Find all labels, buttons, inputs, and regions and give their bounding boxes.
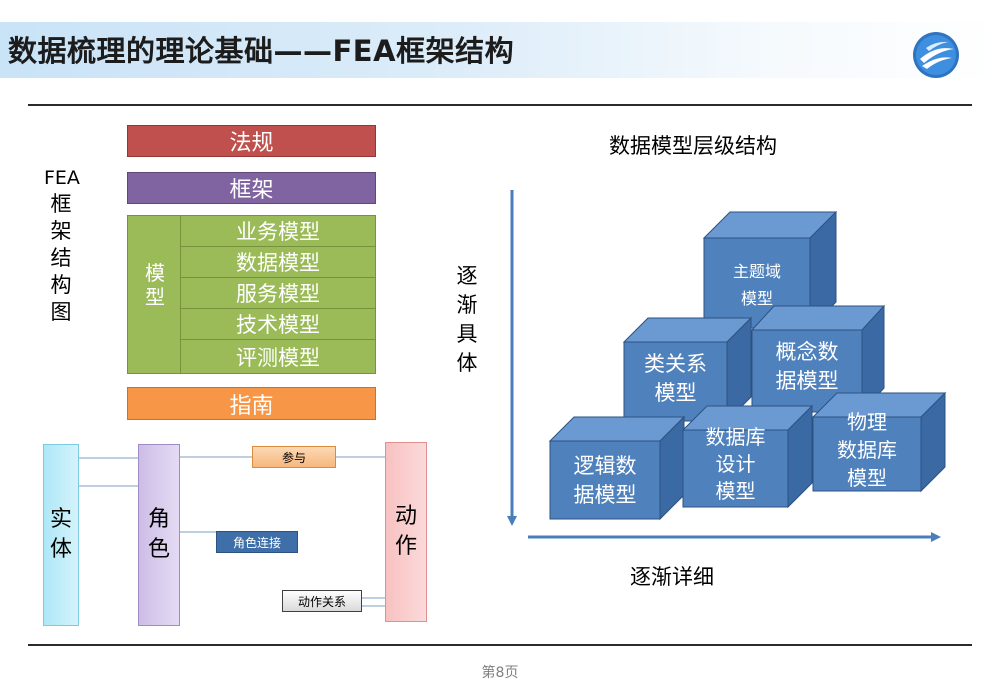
entity-char: 体 [49,537,72,562]
title-bar [0,22,1000,78]
layer-guide: 指南 [127,387,376,420]
model-evaluation: 评测模型 [180,340,375,373]
model-technology: 技术模型 [180,309,375,340]
relation-connectors [79,456,385,607]
cube-label-line: 数据库 [705,425,766,449]
vertical-axis-char: 渐 [456,293,478,317]
page-number: 第8页 [481,665,519,681]
fea-side-label: FEA 框 架 结 构 图 [44,165,80,326]
role-char: 色 [147,537,170,562]
cube-label-line: 模型 [654,381,697,405]
vertical-axis-char: 逐 [456,264,478,288]
cube-physical-label: 物理 数据库 模型 [813,408,921,490]
cube-label-line: 模型 [847,466,887,490]
fea-side-label-fea: FEA [44,167,80,189]
top-divider [28,104,972,106]
cube-logical-label: 逻辑数 据模型 [550,452,660,510]
role-box: 角 色 [138,444,180,626]
models-group-char: 模 [145,261,165,285]
entity-box: 实 体 [43,444,79,626]
vertical-axis-char: 体 [456,351,478,375]
cube-subject-area-label: 主题域 模型 [704,258,810,312]
action-relation-box: 动作关系 [282,590,362,612]
hierarchy-title: 数据模型层级结构 [609,134,777,158]
model-data: 数据模型 [180,247,375,278]
cube-physical [811,391,947,493]
horizontal-axis-label: 逐渐详细 [630,565,714,589]
fea-side-label-char: 构 [50,273,72,297]
participate-box: 参与 [252,446,336,468]
cube-logical [548,415,686,521]
cube-label-line: 据模型 [775,369,839,393]
cube-label-line: 主题域 [732,262,781,281]
cube-label-line: 设计 [715,452,756,476]
fea-side-label-char: 结 [50,246,72,270]
cube-label-line: 逻辑数 [573,454,637,478]
cube-class-relation [622,316,753,423]
action-box: 动 作 [385,442,427,622]
layer-models: 模 型 业务模型 数据模型 服务模型 技术模型 评测模型 [127,215,376,374]
cube-database-design-label: 数据库 设计 模型 [683,424,788,506]
models-group-label: 模 型 [130,261,180,309]
cube-pyramid [548,210,947,521]
role-link-box: 角色连接 [216,531,298,553]
fea-side-label-char: 框 [50,192,72,216]
action-char: 作 [394,534,417,559]
cube-label-line: 模型 [740,289,773,308]
cube-label-line: 物理 [847,410,887,434]
action-char: 动 [394,504,417,529]
hierarchy-axes [507,190,941,542]
cube-label-line: 据模型 [573,483,637,507]
layer-framework: 框架 [127,172,376,204]
company-logo-icon [913,32,959,78]
model-business: 业务模型 [180,216,375,247]
cube-database-design [681,404,814,509]
role-char: 角 [147,507,170,532]
model-service: 服务模型 [180,278,375,309]
cube-label-line: 概念数 [775,340,839,364]
entity-char: 实 [49,507,72,532]
cube-conceptual-label: 概念数 据模型 [752,338,862,396]
cube-label-line: 模型 [715,479,756,503]
cube-class-relation-label: 类关系 模型 [624,350,727,408]
cube-label-line: 数据库 [837,438,897,462]
fea-side-label-char: 架 [50,219,72,243]
fea-side-label-char: 图 [50,300,72,324]
cube-label-line: 类关系 [644,352,707,376]
vertical-axis-label: 逐 渐 具 体 [452,262,482,378]
bottom-divider [28,644,972,646]
page-title: 数据梳理的理论基础——FEA框架结构 [8,34,515,68]
vertical-axis-char: 具 [456,322,478,346]
models-group-char: 型 [145,285,165,309]
layer-laws: 法规 [127,125,376,157]
